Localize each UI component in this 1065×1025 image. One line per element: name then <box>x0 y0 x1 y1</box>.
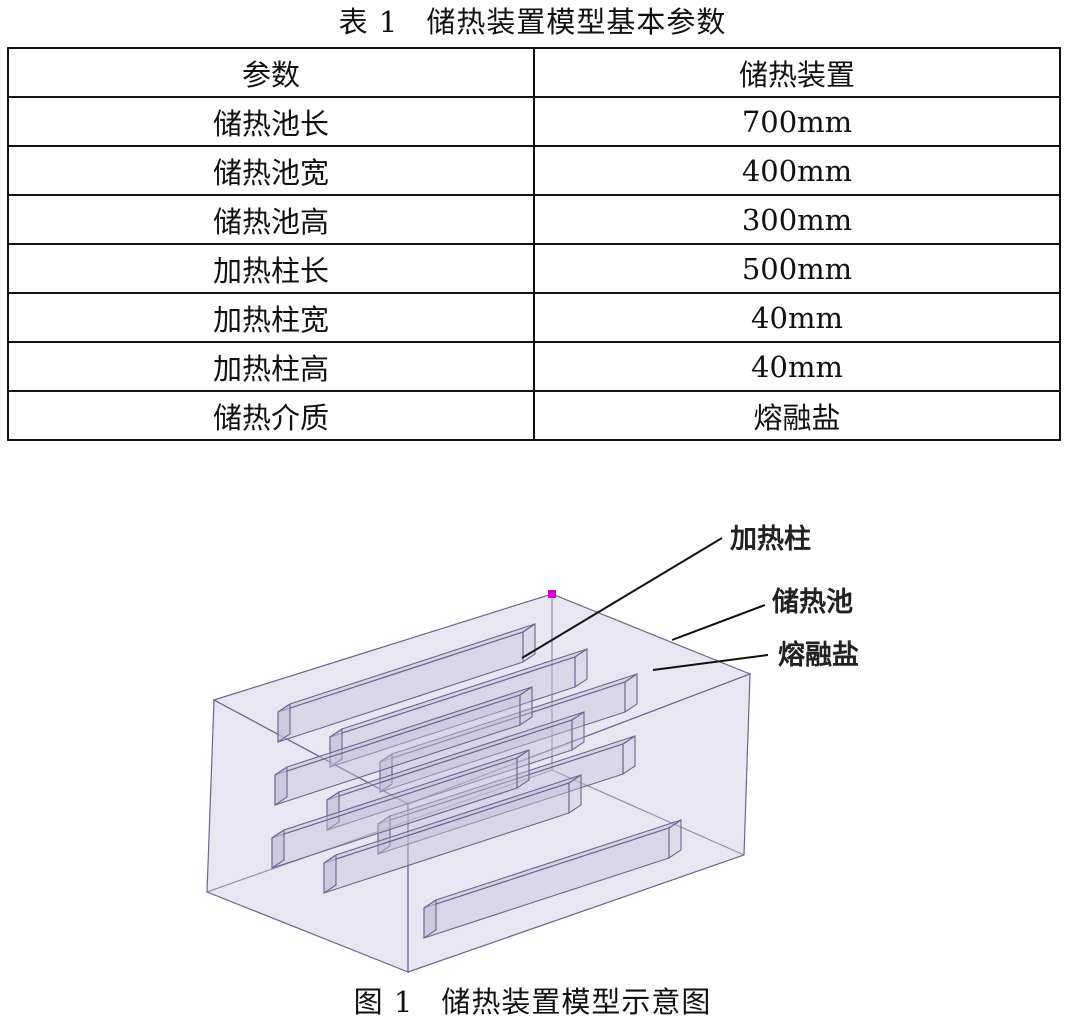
heating-column <box>271 828 285 870</box>
heating-column <box>277 702 291 744</box>
figure-caption-title: 储热装置模型示意图 <box>441 985 712 1019</box>
heating-column <box>516 748 530 790</box>
heating-column <box>323 853 337 895</box>
model-figure: 加热柱 储热池 熔融盐 <box>0 470 1065 985</box>
row-parameter-name: 加热柱长 <box>7 243 535 294</box>
table-row: 加热柱长 500mm <box>7 243 1061 294</box>
row-parameter-value: 40mm <box>533 341 1061 392</box>
table-row: 储热介质 熔融盐 <box>7 390 1061 441</box>
row-parameter-name: 储热池高 <box>7 194 535 245</box>
table-caption-title: 储热装置模型基本参数 <box>426 5 727 39</box>
row-parameter-value: 400mm <box>533 145 1061 196</box>
header-device: 储热装置 <box>533 47 1061 98</box>
label-storage-pool: 储热池 <box>772 587 853 618</box>
callout-line-heating-column <box>521 537 723 659</box>
callout-line-storage-pool <box>671 604 766 641</box>
row-parameter-name: 储热介质 <box>7 390 535 441</box>
heating-column <box>668 818 682 860</box>
heating-column <box>519 685 533 727</box>
row-parameter-name: 加热柱高 <box>7 341 535 392</box>
callout-line-molten-salt <box>652 654 769 671</box>
figure-caption: 图 1 储热装置模型示意图 <box>0 982 1065 1022</box>
table-caption: 表 1 储热装置模型基本参数 <box>0 2 1065 42</box>
row-parameter-name: 储热池宽 <box>7 145 535 196</box>
table-row: 加热柱高 40mm <box>7 341 1061 392</box>
model-diagram: 加热柱 储热池 熔融盐 <box>206 524 859 973</box>
table-caption-number: 表 1 <box>338 5 399 39</box>
heating-column <box>423 898 437 940</box>
heating-column <box>574 647 588 689</box>
parameter-table: 参数 储热装置 储热池长 700mm 储热池宽 400mm 储热池高 300mm… <box>7 47 1061 441</box>
table-row: 储热池高 300mm <box>7 194 1061 245</box>
table-row: 储热池宽 400mm <box>7 145 1061 196</box>
figure-caption-number: 图 1 <box>353 985 414 1019</box>
row-parameter-value: 500mm <box>533 243 1061 294</box>
table-row: 加热柱宽 40mm <box>7 292 1061 343</box>
heating-column <box>624 672 638 714</box>
row-parameter-value: 700mm <box>533 96 1061 147</box>
heating-column <box>622 734 636 776</box>
table-header-row: 参数 储热装置 <box>7 47 1061 98</box>
vertex-marker <box>548 590 556 598</box>
label-molten-salt: 熔融盐 <box>778 639 859 671</box>
label-heating-column: 加热柱 <box>730 524 811 555</box>
heating-column <box>274 765 288 807</box>
heating-column <box>568 773 582 815</box>
row-parameter-value: 熔融盐 <box>533 390 1061 441</box>
row-parameter-value: 40mm <box>533 292 1061 343</box>
row-parameter-value: 300mm <box>533 194 1061 245</box>
row-parameter-name: 储热池长 <box>7 96 535 147</box>
heating-column <box>571 710 585 752</box>
table-row: 储热池长 700mm <box>7 96 1061 147</box>
heating-columns <box>271 622 682 940</box>
row-parameter-name: 加热柱宽 <box>7 292 535 343</box>
header-parameter: 参数 <box>7 47 535 98</box>
